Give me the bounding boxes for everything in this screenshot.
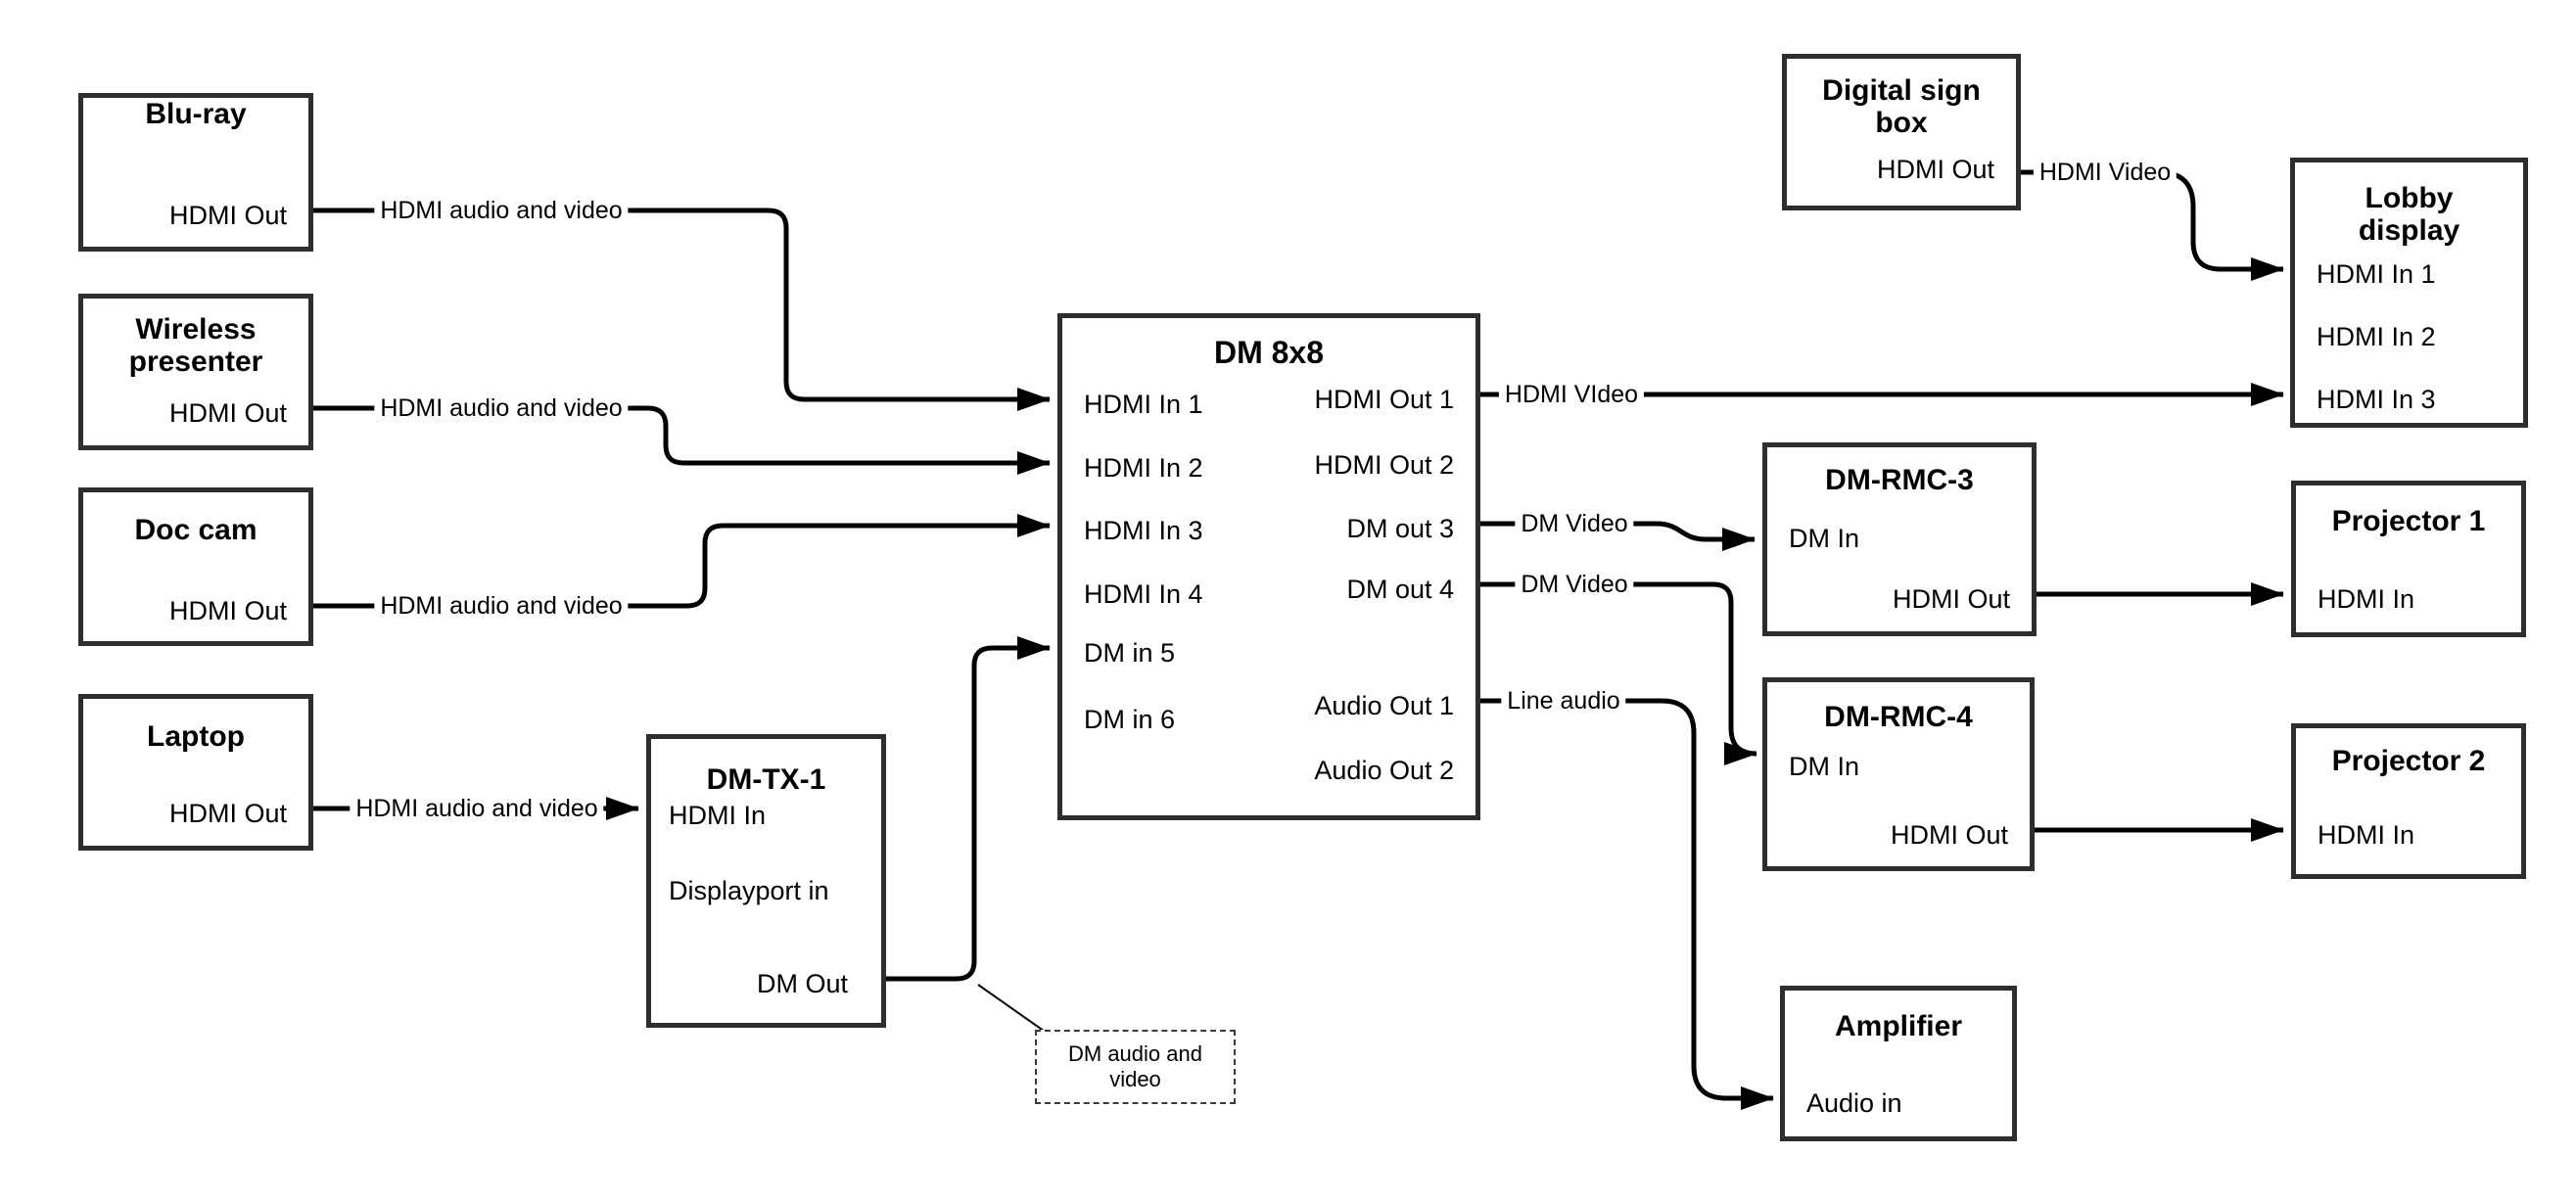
node-projector-2: Projector 2 HDMI In [2291,723,2526,879]
wire-label-doccam: HDMI audio and video [374,592,629,620]
node-title: Amplifier [1834,1010,1963,1042]
port-audio-out-1: Audio Out 1 [1314,691,1454,720]
port-dm-in-6: DM in 6 [1084,705,1176,734]
node-title: Projector 2 [2331,745,2486,777]
port-hdmi-in: HDMI In [669,801,767,830]
node-dm-tx-1: DM-TX-1 HDMI In Displayport in DM Out [646,734,886,1028]
port-hdmi-out-1: HDMI Out 1 [1314,385,1454,414]
edge-dm8x8-dm-out-4-to-rmc4-dm-in [1480,581,1757,765]
port-dm-in: DM In [1789,524,1860,553]
wire-label-sign-lobby: HDMI Video [2033,159,2178,186]
node-title: Wireless presenter [128,313,263,378]
node-dm-8x8-matrix: DM 8x8 HDMI In 1 HDMI In 2 HDMI In 3 HDM… [1057,313,1480,820]
node-dm-rmc-4: DM-RMC-4 DM In HDMI Out [1762,677,2035,871]
node-title: DM-TX-1 [706,763,826,796]
port-hdmi-out: HDMI Out [1876,155,1994,184]
edge-bluray-to-dm8x8-hdmi-in-1 [313,208,1051,411]
port-hdmi-in: HDMI In [2318,820,2415,850]
node-title: Digital sign box [1822,74,1981,139]
node-projector-1: Projector 1 HDMI In [2291,481,2526,637]
port-hdmi-out: HDMI Out [168,596,287,625]
edge-wireless-to-dm8x8-hdmi-in-2 [313,405,1051,475]
port-hdmi-in-3: HDMI In 3 [2317,385,2436,414]
edge-dm8x8-dm-out-3-to-rmc3-dm-in [1480,521,1756,551]
node-laptop: Laptop HDMI Out [78,694,313,851]
port-hdmi-in-4: HDMI In 4 [1084,579,1203,609]
node-lobby-display: Lobby display HDMI In 1 HDMI In 2 HDMI I… [2290,158,2528,428]
port-hdmi-in-2: HDMI In 2 [1084,453,1203,483]
port-hdmi-in-1: HDMI In 1 [1084,390,1203,419]
note-dm-audio-and-video: DM audio and video [1035,1030,1236,1104]
node-title: Doc cam [134,514,258,546]
port-audio-out-2: Audio Out 2 [1314,756,1454,785]
node-title: DM-RMC-4 [1824,701,1973,733]
node-title: DM-RMC-3 [1825,464,1974,496]
edge-dmtx1-dm-out-to-dm8x8-dm-in-5 [886,636,1051,982]
node-title: Lobby display [2358,182,2460,247]
port-hdmi-out: HDMI Out [168,398,287,428]
node-title: Blu-ray [145,98,247,130]
wire-label-bluray: HDMI audio and video [374,197,629,224]
port-audio-in: Audio in [1806,1088,1902,1118]
port-hdmi-in: HDMI In [2318,584,2415,614]
wire-label-audio-out-1: Line audio [1501,687,1626,715]
port-dm-in: DM In [1789,752,1860,781]
note-text: DM audio and video [1068,1041,1202,1091]
wire-label-wireless: HDMI audio and video [374,394,629,422]
port-hdmi-out: HDMI Out [1890,820,2008,850]
port-dm-out-3: DM out 3 [1346,514,1454,543]
wire-label-dm-out-3: DM Video [1515,510,1634,537]
wire-label-dm-out-4: DM Video [1515,571,1634,598]
node-title: Laptop [147,720,245,753]
node-title: DM 8x8 [1213,335,1325,370]
port-hdmi-out: HDMI Out [1892,584,2010,614]
port-displayport-in: Displayport in [669,876,829,905]
node-amplifier: Amplifier Audio in [1780,986,2017,1141]
node-doc-cam: Doc cam HDMI Out [78,487,313,646]
edge-doccam-to-dm8x8-hdmi-in-3 [313,514,1051,609]
node-digital-sign-box: Digital sign box HDMI Out [1782,54,2021,210]
node-wireless-presenter: Wireless presenter HDMI Out [78,294,313,450]
node-bluray: Blu-ray HDMI Out [78,93,313,252]
port-dm-in-5: DM in 5 [1084,638,1176,668]
wire-label-hdmi-out-1: HDMI VIdeo [1498,381,1645,408]
port-hdmi-out: HDMI Out [168,201,287,230]
edge-signbox-to-lobby-hdmi-in-1 [2021,169,2284,281]
port-hdmi-in-1: HDMI In 1 [2317,259,2436,289]
port-dm-out-4: DM out 4 [1346,575,1454,604]
port-hdmi-in-3: HDMI In 3 [1084,516,1203,545]
edge-dm8x8-audio-out-1-to-amplifier-audio-in [1480,698,1774,1110]
port-hdmi-out-2: HDMI Out 2 [1314,450,1454,480]
port-hdmi-out: HDMI Out [168,799,287,828]
node-title: Projector 1 [2331,505,2486,537]
wire-label-laptop: HDMI audio and video [350,795,604,822]
port-hdmi-in-2: HDMI In 2 [2317,322,2436,351]
port-dm-out: DM Out [756,969,848,998]
node-dm-rmc-3: DM-RMC-3 DM In HDMI Out [1762,442,2037,636]
